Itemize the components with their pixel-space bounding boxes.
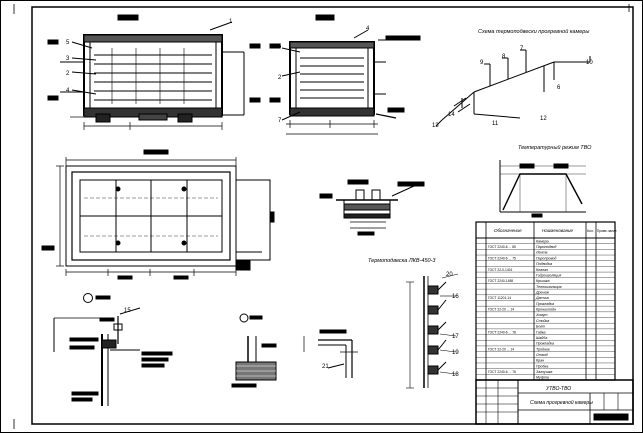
spec-row-name: Дренаж — [535, 291, 550, 295]
callout-16: 16 — [452, 294, 459, 300]
spec-row-designation: ГОСТ 22-20 ... 14 — [488, 308, 514, 312]
callout-21: 21 — [322, 364, 329, 370]
callout-10: 10 — [586, 60, 593, 66]
callout-8: 8 — [502, 54, 506, 60]
spec-col-note: Приме-чание — [597, 229, 617, 233]
spec-row-name: Кран — [536, 359, 544, 363]
spec-row-name: Лента — [535, 251, 547, 255]
isometric-piping-scheme — [435, 49, 591, 127]
callout-4: 4 — [66, 88, 70, 94]
spec-row-name: Заглушка — [536, 370, 552, 374]
temp-chart-title: Температурный режим ТВО — [518, 144, 592, 151]
spec-row-name: Гайка — [536, 330, 546, 334]
callout-2b: 2 — [278, 75, 282, 81]
spec-row-designation: ГОСТ 11201-14 — [488, 296, 511, 300]
spec-row-name: Муфта — [536, 376, 549, 380]
spec-col-name: Наименование — [542, 228, 574, 233]
spec-row-designation: ГОСТ 2240-6 ... 75 — [488, 256, 516, 260]
detail-view-pipe — [303, 329, 358, 378]
spec-row-name: Камера — [536, 239, 549, 243]
spec-row-name: Прокладка — [536, 302, 554, 306]
node-detail-center — [319, 179, 425, 236]
callout-14: 14 — [448, 112, 455, 118]
spec-row-name: Болт — [536, 325, 545, 329]
title-block — [475, 379, 634, 425]
spec-row-name: Отвод — [536, 353, 548, 357]
spec-row-designation: ГОСТ 22-20 ... 14 — [488, 347, 514, 351]
stamp-code: УТВО-ТВО — [546, 386, 571, 392]
spec-row-name: Хомут — [535, 313, 548, 317]
spec-row-designation: ГОСТ 2240-1488 — [488, 279, 513, 283]
spec-col-qty: Кол. — [587, 229, 594, 233]
callout-9: 9 — [480, 60, 484, 66]
scheme-title: Схема термоподвески прогревной камеры — [478, 28, 589, 35]
callout-7: 7 — [278, 118, 282, 124]
callout-12: 12 — [540, 116, 547, 122]
spec-row-name: Подводка — [536, 262, 552, 266]
spec-row-designation: ГОСТ 2240-6 ... 76 — [488, 370, 516, 374]
spec-row-name: Пароподвод — [536, 245, 556, 249]
spec-row-name: Пробка — [536, 364, 548, 368]
spec-row-name: Паропровод — [536, 256, 556, 260]
callout-2: 2 — [66, 71, 70, 77]
sheet-inner-frame — [31, 6, 634, 425]
callout-7b: 7 — [520, 46, 524, 52]
detail-title: Термоподвеска ЛКВ-450-3 — [368, 258, 436, 264]
spec-row-designation: ГОСТ 2240-6 ... 85 — [488, 245, 516, 249]
temperature-regime-graph — [499, 160, 586, 218]
callout-1: 1 — [229, 19, 233, 25]
spec-row-name: Теплоизоляция — [536, 285, 562, 289]
crop-marks — [13, 4, 630, 429]
callout-11: 11 — [492, 121, 499, 127]
spec-row-designation: ГОСТ 2240-6 ... 78 — [488, 330, 516, 334]
callout-13: 13 — [432, 123, 439, 129]
spec-row-name: Тройник — [536, 347, 550, 351]
callout-20: 20 — [446, 272, 453, 278]
spec-row-name: Клапан — [536, 268, 548, 272]
callout-6: 6 — [557, 85, 561, 91]
spec-row-name: Гидроизоляция — [536, 273, 561, 277]
spec-row-name: Крышка — [536, 279, 549, 283]
stamp-title: Схема прогревной камеры — [530, 399, 593, 406]
callout-5: 5 — [66, 40, 70, 46]
plan-view — [41, 149, 275, 280]
thermal-suspension-detail — [406, 273, 459, 389]
detail-view-middle — [231, 313, 277, 388]
spec-row-designation: ГОСТ 22-0-1401 — [488, 268, 513, 272]
spec-row-name: Прокладка — [536, 342, 554, 346]
callout-19: 19 — [452, 350, 459, 356]
section-view-1 — [47, 14, 261, 130]
callout-5b: 5 — [278, 44, 282, 50]
callout-18: 18 — [452, 372, 459, 378]
callout-4b: 4 — [366, 26, 370, 32]
spec-row-name: Стойка — [536, 319, 549, 323]
spec-col-designation: Обозначение — [494, 228, 522, 233]
callout-3: 3 — [66, 56, 70, 62]
spec-row-name: Кронштейн — [536, 308, 556, 312]
callout-15: 15 — [124, 308, 131, 314]
section-view-2 — [269, 14, 421, 135]
spec-row-name: Шайба — [536, 336, 547, 340]
detail-view-left — [53, 293, 173, 406]
callout-17: 17 — [452, 334, 459, 340]
spec-row-name: Датчик — [535, 296, 549, 300]
